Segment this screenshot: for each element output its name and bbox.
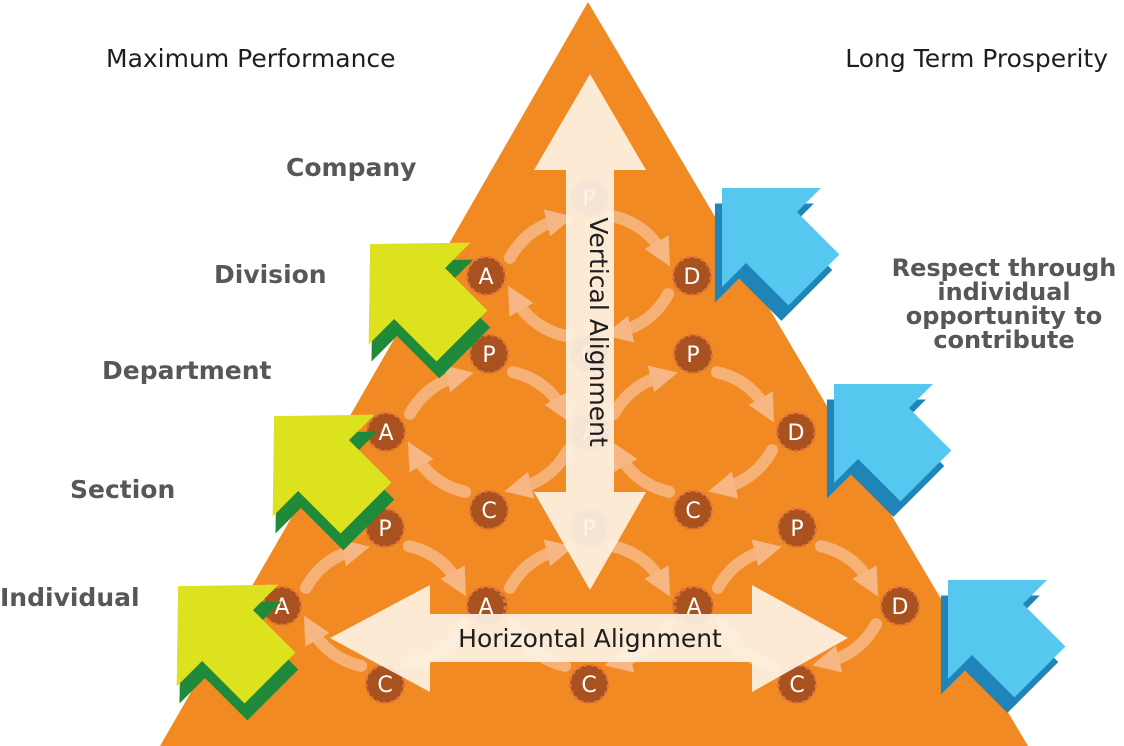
respect-label-line-3: opportunity to — [906, 302, 1102, 330]
respect-label-line-2: individual — [937, 278, 1070, 306]
cycle-arrow — [503, 209, 574, 264]
blue-arrow-icon — [826, 384, 952, 517]
yellow-green-arrow-icon — [368, 242, 491, 379]
cycle-arrow — [604, 288, 675, 343]
cycle-arrow — [506, 366, 570, 423]
pdca-node-letter: P — [790, 517, 803, 542]
pdca-node-p: P — [364, 507, 406, 549]
respect-label-line-4: contribute — [933, 326, 1074, 354]
pdca-node-letter: P — [686, 343, 699, 368]
horizontal-alignment-label: Horizontal Alignment — [458, 624, 722, 653]
pdca-node-c: C — [468, 489, 510, 531]
pdca-node-d: D — [879, 585, 921, 627]
cycle-arrow — [408, 441, 472, 498]
pdca-node-letter: C — [581, 673, 596, 698]
pdca-node-letter: C — [377, 673, 392, 698]
cycle-arrow — [508, 285, 572, 342]
long-term-prosperity-title: Long Term Prosperity — [845, 44, 1108, 73]
pdca-node-c: C — [568, 663, 610, 705]
pdca-node-d: D — [775, 411, 817, 453]
yellow-green-arrow-icon — [176, 584, 299, 721]
cycle-arrow — [607, 365, 678, 420]
cycle-arrow — [606, 540, 670, 597]
level-label-company: Company — [286, 153, 416, 182]
level-label-individual: Individual — [0, 583, 140, 612]
vertical-alignment-label: Vertical Alignment — [584, 217, 613, 447]
blue-arrow-icon — [714, 188, 840, 321]
pdca-node-letter: D — [892, 595, 909, 620]
pdca-node-p: P — [468, 333, 510, 375]
cycle-arrow — [711, 539, 782, 594]
pdca-node-letter: A — [478, 595, 493, 620]
cycle-arrow — [812, 618, 883, 673]
pdca-node-letter: A — [274, 595, 289, 620]
cycle-arrow — [606, 210, 670, 267]
cycle-arrow — [503, 539, 574, 594]
respect-label-line-1: Respect through — [892, 254, 1117, 282]
level-label-section: Section — [70, 475, 175, 504]
level-label-division: Division — [214, 260, 327, 289]
pdca-node-letter: D — [684, 265, 701, 290]
cycle-arrow — [612, 441, 676, 498]
pdca-node-letter: A — [478, 265, 493, 290]
maximum-performance-title: Maximum Performance — [106, 44, 396, 73]
pdca-node-d: D — [671, 255, 713, 297]
cycle-arrow — [504, 444, 575, 499]
pdca-node-c: C — [776, 663, 818, 705]
cycle-arrow — [814, 540, 878, 597]
blue-arrow-icon — [940, 580, 1066, 713]
pdca-node-c: C — [672, 489, 714, 531]
pdca-node-c: C — [364, 663, 406, 705]
pdca-node-p: P — [672, 333, 714, 375]
pdca-node-letter: P — [482, 343, 495, 368]
pdca-node-letter: C — [481, 499, 496, 524]
yellow-green-arrow-icon — [272, 414, 395, 551]
cycle-arrow — [710, 366, 774, 423]
cycle-arrow — [708, 444, 779, 499]
pdca-node-p: P — [776, 507, 818, 549]
pdca-node-a: A — [465, 255, 507, 297]
cycle-arrow — [304, 615, 368, 672]
pdca-node-letter: D — [788, 421, 805, 446]
vertical-alignment-arrow — [534, 74, 646, 590]
pdca-node-letter: P — [378, 517, 391, 542]
pdca-node-letter: C — [685, 499, 700, 524]
cycle-arrow — [299, 539, 370, 594]
level-label-department: Department — [102, 356, 272, 385]
horizontal-alignment-arrow — [330, 585, 848, 692]
pdca-node-letter: C — [789, 673, 804, 698]
pdca-node-letter: A — [686, 595, 701, 620]
cycle-arrow — [403, 365, 474, 420]
pdca-node-letter: A — [378, 421, 393, 446]
cycle-arrow — [402, 540, 466, 597]
